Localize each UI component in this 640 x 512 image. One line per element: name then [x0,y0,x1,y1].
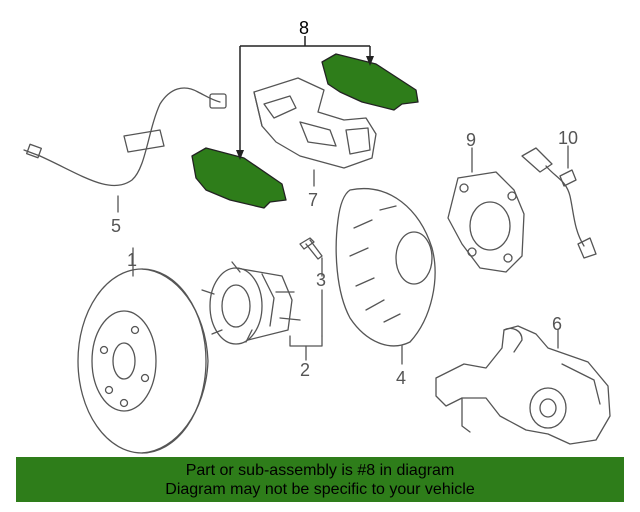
brake-caliper [435,325,611,445]
callout-9: 9 [466,130,476,150]
hub-bolt [299,237,323,337]
brake-pads [191,53,419,209]
callout-2: 2 [300,360,310,380]
steering-knuckle-plate [447,147,525,273]
callout-7: 7 [308,190,318,210]
banner-line-disclaimer: Diagram may not be specific to your vehi… [165,481,475,498]
brake-rotor [77,247,209,454]
callout-4: 4 [396,368,406,388]
caliper-bracket [253,77,377,187]
callout-3: 3 [316,270,326,290]
info-banner: Part or sub-assembly is #8 in diagram Di… [16,457,624,502]
callout-10: 10 [558,128,578,148]
wheel-hub-bearing [201,261,323,361]
parts-diagram: 1 2 3 4 5 6 7 8 9 10 [23,18,611,454]
callout-6: 6 [552,314,562,334]
callout-1: 1 [127,250,137,270]
dust-shield [335,188,436,365]
callout-8: 8 [299,18,309,38]
callout-8-arrows [236,56,374,160]
abs-sensor-harness [23,87,227,213]
wear-sensor [521,145,597,259]
banner-line-part: Part or sub-assembly is #8 in diagram [185,462,455,479]
callout-5: 5 [111,216,121,236]
callout-8-bracket [239,36,371,156]
